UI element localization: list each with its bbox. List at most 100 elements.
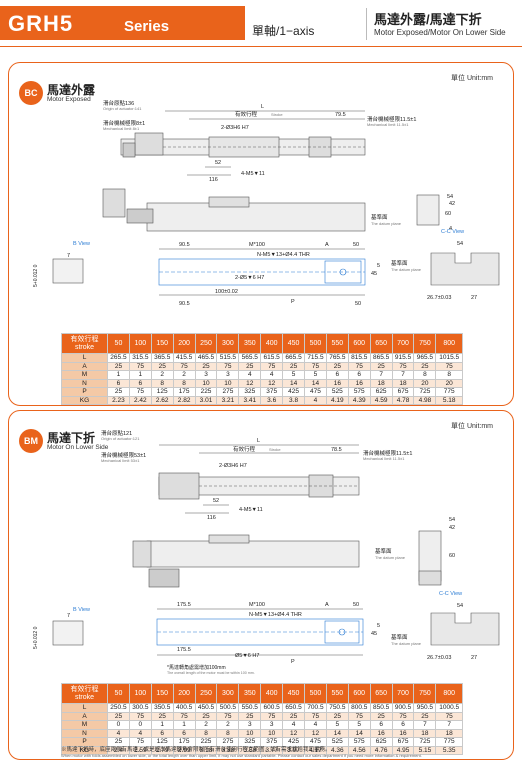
table-cell: 625 — [369, 387, 393, 397]
table-cell: 725 — [413, 387, 437, 397]
table-cell: 415.5 — [172, 353, 196, 363]
table-cell: 675 — [391, 387, 415, 397]
bc-dim-60: 60 — [445, 211, 451, 217]
bc-tolerance: 5+0.012 0 — [33, 264, 39, 287]
table-cell: 6 — [172, 728, 196, 738]
table-cell: 475 — [304, 387, 327, 397]
bc-dimension-drawing: 滑台原點136 Origin of actuator:141 滑台機械極限8±1… — [33, 99, 500, 307]
table-cell: 16 — [325, 378, 349, 388]
unit-label: 單位 Unit:mm — [451, 423, 493, 430]
table-cell: 20 — [413, 378, 437, 388]
bc-holes: 2-Ø3H6 H7 — [221, 125, 249, 131]
table-cell: 14 — [282, 378, 306, 388]
section-bm: BM 馬達下折 Motor On Lower Side 單位 Unit:mm — [8, 410, 514, 760]
table-cell: 600.5 — [260, 703, 284, 713]
table-cell: 4 — [304, 395, 327, 405]
table-cell: 75 — [435, 711, 463, 721]
table-cell: 4 — [304, 720, 327, 730]
bm-m100: M*100 — [249, 602, 265, 608]
table-cell: 18 — [413, 728, 437, 738]
bm-dimension-drawing: 滑台原點121 Origin of actuator:121 滑台機械極限53±… — [33, 429, 500, 675]
section-badge: BC — [19, 81, 43, 105]
bc-stroke: 有效行程 — [235, 110, 258, 118]
table-cell: 1 — [172, 720, 196, 730]
bm-origin-en: Origin of actuator:121 — [101, 436, 140, 441]
table-cell: 300.5 — [128, 703, 152, 713]
table-cell: 950.5 — [413, 703, 437, 713]
table-cell: 525 — [325, 387, 349, 397]
table-cell: 25 — [238, 361, 262, 371]
bc-dim-27: 27 — [471, 295, 477, 301]
bc-m100: M*100 — [249, 242, 265, 248]
table-cell: 550.5 — [238, 703, 262, 713]
bc-dim-5: 5 — [377, 263, 380, 269]
bc-dim-50: 50 — [353, 242, 359, 248]
stroke-column-header: 250 — [194, 333, 218, 354]
table-cell: 75 — [304, 711, 327, 721]
table-cell: 25 — [413, 711, 437, 721]
stroke-column-header: 550 — [325, 683, 349, 704]
bm-dim-116: 116 — [207, 515, 216, 521]
table-cell: 1 — [128, 370, 152, 380]
bm-datum-en: The datum plane — [375, 555, 406, 560]
table-cell: 915.5 — [391, 353, 415, 363]
table-cell: 1 — [107, 370, 130, 380]
bc-datum-en: The datum plane — [371, 221, 402, 226]
table-cell: 4 — [107, 728, 130, 738]
table-cell: 20 — [435, 378, 463, 388]
table-cell: 10 — [260, 728, 284, 738]
header-divider — [366, 8, 367, 40]
table-cell: 6 — [391, 720, 415, 730]
bm-cc-view: C-C View — [439, 591, 462, 597]
table-cell: 2 — [216, 720, 240, 730]
table-cell: 75 — [347, 361, 371, 371]
table-cell: 75 — [172, 711, 196, 721]
table-cell: 25 — [369, 711, 393, 721]
table-cell: 10 — [194, 378, 218, 388]
bc-dim-116: 116 — [209, 177, 218, 183]
table-cell: 2.62 — [150, 395, 174, 405]
table-cell: 25 — [413, 361, 437, 371]
bm-origin-label: 滑台原點121 — [101, 429, 132, 437]
table-cell: 25 — [325, 711, 349, 721]
stroke-column-header: 800 — [435, 333, 463, 354]
table-cell: 25 — [107, 387, 130, 397]
table-cell: 25 — [150, 711, 174, 721]
bm-cc-54: 54 — [457, 603, 463, 609]
page-header: GRH5 Series 單軸/1−axis 馬達外露/馬達下折 Motor Ex… — [0, 0, 522, 44]
table-cell: 2 — [172, 370, 196, 380]
table-cell: 2 — [194, 720, 218, 730]
table-cell: 575 — [347, 387, 371, 397]
bc-mech-limit-en: Mechanical limit 8±1 — [103, 126, 140, 131]
table-cell: 450.5 — [194, 703, 218, 713]
table-cell: 3.58 — [238, 745, 262, 755]
table-cell: 75 — [347, 711, 371, 721]
table-cell: 800.5 — [347, 703, 371, 713]
stroke-column-header: 550 — [325, 333, 349, 354]
bm-dim-45: 45 — [371, 631, 377, 637]
table-cell: 14 — [304, 378, 327, 388]
table-cell: 4.95 — [391, 745, 415, 755]
table-cell: 4 — [260, 370, 284, 380]
table-cell: 425 — [282, 387, 306, 397]
table-cell: 4.39 — [347, 395, 371, 405]
table-cell: 75 — [128, 711, 152, 721]
bc-cc-54: 54 — [457, 241, 463, 247]
section-badge: BM — [19, 429, 43, 453]
table-cell: 3 — [238, 720, 262, 730]
table-cell: 12 — [260, 378, 284, 388]
bm-dim-P: P — [291, 659, 295, 665]
table-cell: 16 — [391, 728, 415, 738]
bc-datum-2: 基準面 — [391, 259, 408, 267]
bm-dim-42: 42 — [449, 525, 455, 531]
table-cell: 8 — [435, 370, 463, 380]
bc-dim-267: 26.7±0.03 — [427, 295, 451, 301]
table-cell: 375 — [260, 387, 284, 397]
table-cell: 725 — [413, 737, 437, 747]
stroke-column-header: 500 — [304, 683, 327, 704]
table-cell: 775 — [435, 387, 463, 397]
table-cell: 3 — [194, 370, 218, 380]
table-cell: 6 — [150, 728, 174, 738]
